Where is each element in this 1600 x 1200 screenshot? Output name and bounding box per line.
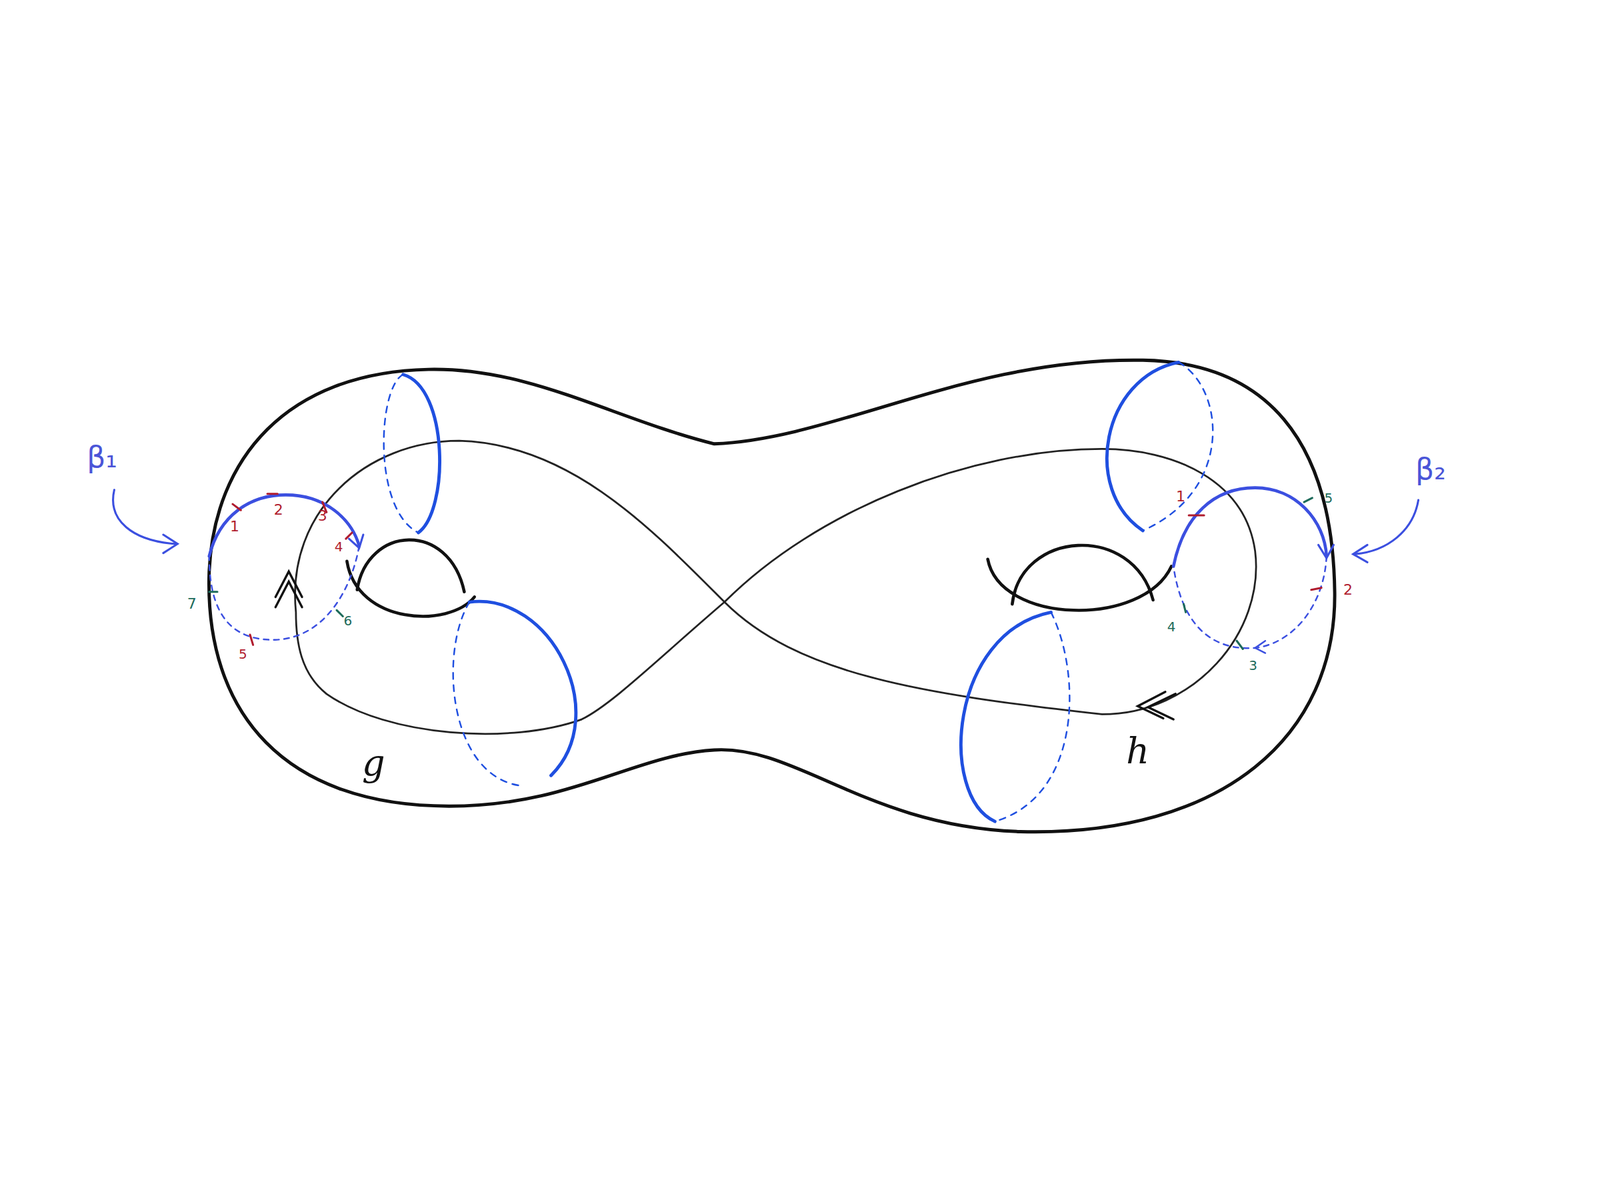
callout-number: 1 [1176, 489, 1186, 504]
arrowhead [275, 571, 302, 608]
callout-number: 5 [238, 647, 248, 661]
callout-number: 3 [318, 508, 328, 524]
callout-number: 4 [1167, 620, 1176, 634]
callout-number: 7 [187, 596, 197, 612]
callout-number: 1 [230, 519, 240, 534]
curve-label: β₂ [1415, 454, 1446, 484]
callout-number: 2 [274, 502, 284, 518]
curve-label: g [362, 745, 386, 782]
pointer-arrows [113, 490, 1419, 563]
callout-number: 4 [334, 540, 344, 554]
callout-number: 6 [344, 614, 353, 628]
beta-loops [209, 488, 1334, 654]
callout-number: 3 [1248, 658, 1258, 672]
tick-marks [209, 494, 1322, 650]
meridians [384, 362, 1214, 822]
surface-outline [208, 360, 1335, 832]
arrowhead [1138, 692, 1176, 720]
curve-label: β₁ [86, 442, 118, 472]
curve-label: h [1126, 733, 1150, 770]
hole [988, 545, 1172, 610]
hole [346, 540, 474, 617]
callout-number: 2 [1343, 582, 1353, 598]
callout-number: 5 [1324, 491, 1333, 505]
